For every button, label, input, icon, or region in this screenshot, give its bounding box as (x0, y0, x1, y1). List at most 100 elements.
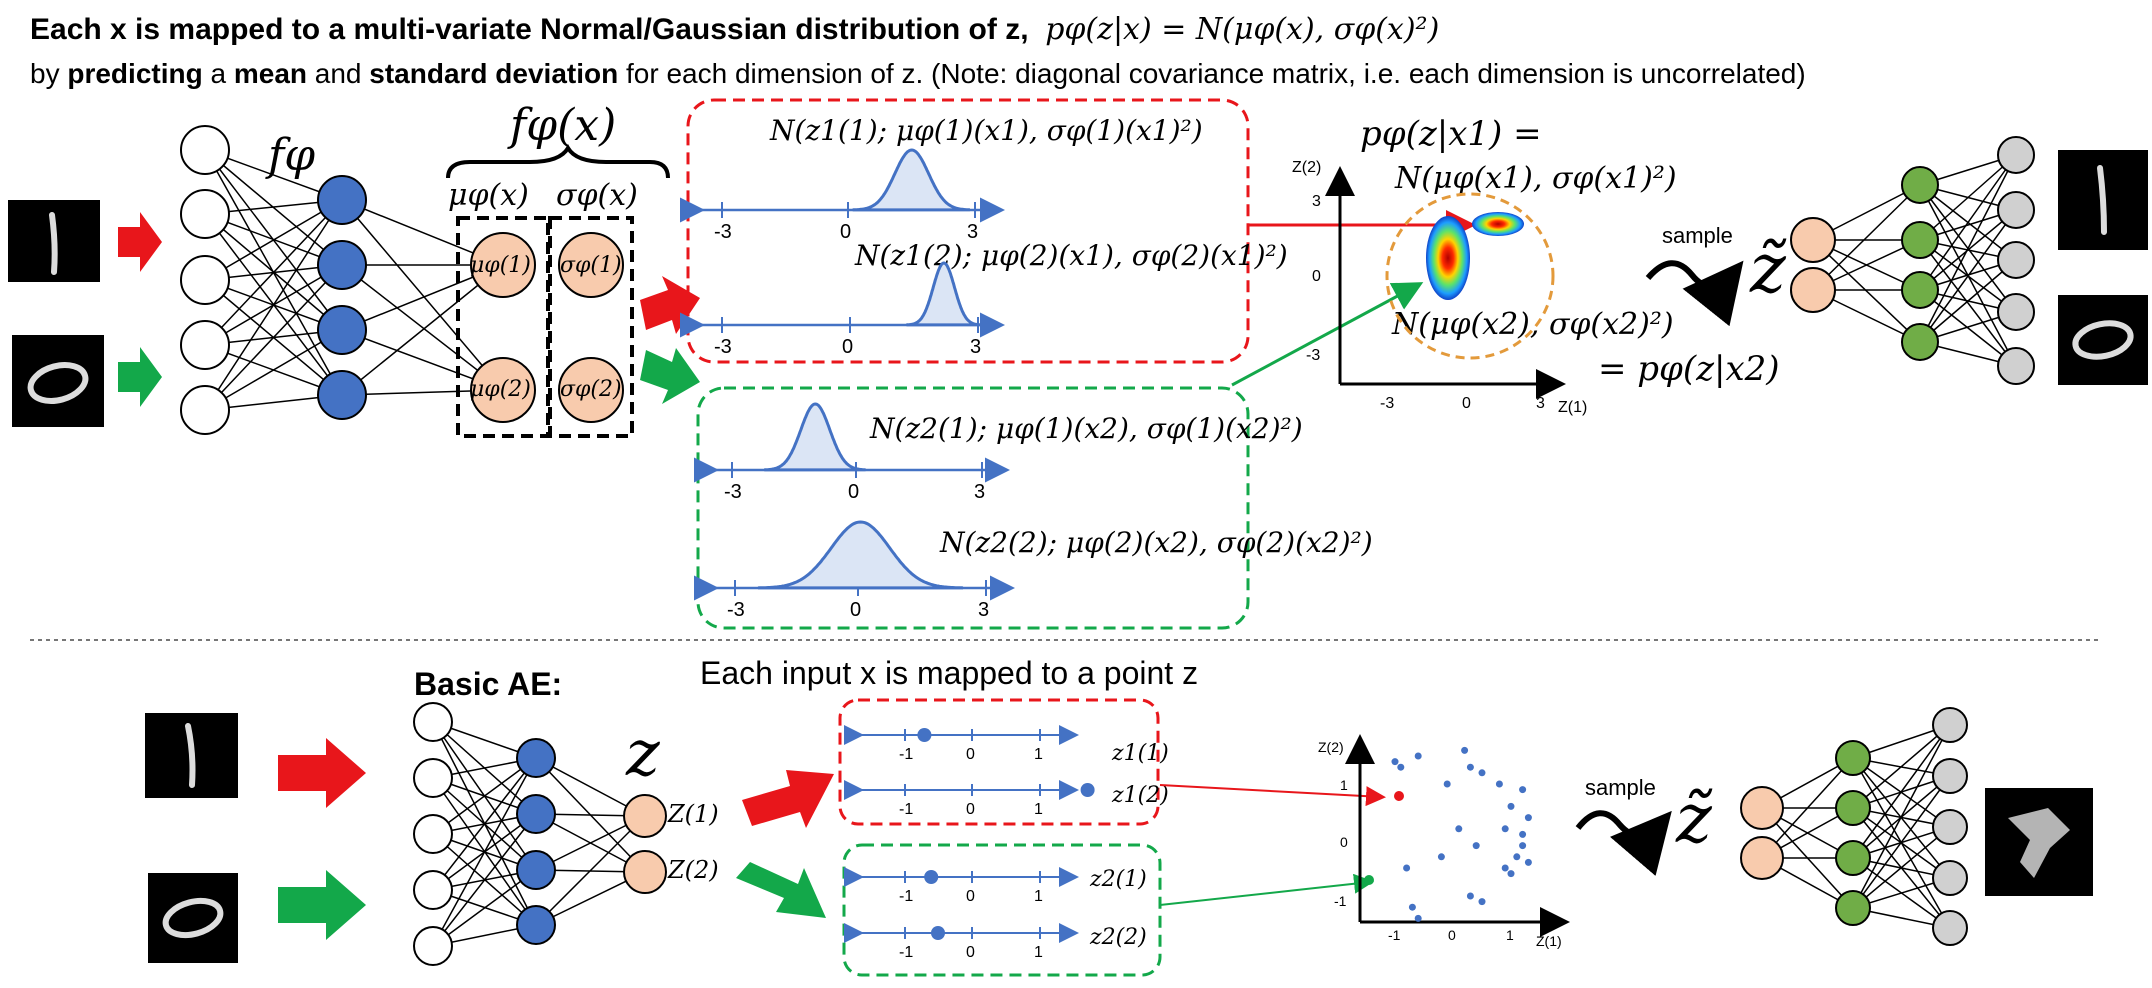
mu1-label: μφ(1) (470, 253, 531, 278)
ae-sample-arrow (1575, 810, 1672, 876)
mu2-label: μφ(2) (470, 377, 531, 402)
dist-arrow-green (640, 348, 700, 404)
ae-point-tick-label: 0 (966, 888, 975, 905)
latent-tick-y-3: 3 (1312, 193, 1321, 210)
ae-encoder-edge (432, 757, 537, 835)
ae-scatter-point (1391, 758, 1399, 766)
latent-x2-blob (1426, 216, 1470, 300)
header-sd: standard deviation (369, 58, 619, 89)
gauss-tick-label: 0 (848, 481, 859, 503)
ae-latent-arrow-green (1159, 873, 1374, 906)
latent-x1-label: N(μφ(x1), σφ(x1)²) (1394, 161, 1677, 196)
latent-tick-x-neg3: -3 (1380, 395, 1394, 412)
latent-prior-circle (1385, 192, 1555, 360)
ae-output-node (1932, 860, 1968, 896)
header-a: a (210, 58, 227, 89)
encoder-edge (204, 329, 343, 411)
ae-pt-x1-d2: z1(2) (1111, 783, 1169, 808)
gauss-tick-label: 0 (840, 221, 851, 243)
ae-scatter-point (1478, 898, 1486, 906)
header-mean: mean (233, 58, 307, 89)
latent-arrow-green (1231, 282, 1424, 387)
ae-scatter-point (1403, 864, 1411, 872)
sigma2-label: σφ(2) (560, 377, 622, 402)
ae-scatter-point (1466, 892, 1474, 900)
ae-point-arrow-green (736, 862, 826, 918)
latent-node (1790, 217, 1836, 263)
digit-zero-image (12, 335, 104, 427)
ae-scatter-point (1414, 914, 1422, 922)
output-node (1997, 241, 2035, 279)
ae-scatter-point (1495, 780, 1503, 788)
ae-scatter-point (1524, 814, 1532, 822)
ae-hidden-node (516, 905, 556, 945)
ae-point-tick-label: -1 (899, 746, 913, 763)
mu-group-box (456, 216, 550, 438)
ae-output-node (1932, 910, 1968, 946)
ae-scatter-point (1466, 763, 1474, 771)
ae-encoder-edge (432, 869, 537, 947)
sigma-node (558, 232, 624, 298)
encoder-label: fφ (265, 130, 315, 181)
ae-encoder-edge (432, 757, 537, 947)
ae-input-node (413, 758, 453, 798)
ae-latent-tick-x-0: 0 (1448, 927, 1456, 943)
input-arrow-green (118, 347, 162, 407)
ae-scatter-point (1478, 769, 1486, 777)
ae-encoder-edge (535, 815, 646, 926)
gauss-tick-label: 3 (970, 336, 981, 358)
latent-node (1790, 267, 1836, 313)
ae-latent-node (623, 850, 667, 894)
ae-title: Basic AE: (414, 666, 562, 702)
ae-x1-point-box (838, 698, 1160, 826)
output-node (1997, 191, 2035, 229)
decoder-edge (1919, 154, 2017, 291)
hidden-node (317, 175, 367, 225)
input-node (180, 320, 230, 370)
ae-hidden-node (516, 738, 556, 778)
latent-title: pφ(z|x1) = (1360, 114, 1542, 154)
digit-one-stroke (49, 212, 58, 275)
ae-input-node (413, 926, 453, 966)
ae-digit-zero-image (148, 873, 238, 963)
ae-scatter-point (1443, 780, 1451, 788)
sigma-group-label: σφ(x) (556, 178, 638, 213)
ae-digit-zero-stroke (162, 897, 224, 939)
ae-scatter-point (1519, 842, 1527, 850)
mu-group-label: μφ(x) (448, 178, 529, 213)
gauss-tick-label: 3 (978, 599, 989, 621)
ae-point-tick-label: -1 (899, 801, 913, 818)
ae-scatter-point (1408, 903, 1416, 911)
encoder-nodes (180, 125, 624, 435)
header-line-1: Each x is mapped to a multi-variate Norm… (30, 12, 1439, 47)
ae-scatter-point (1519, 830, 1527, 838)
dist-x1-d1-label: N(z1(1); μφ(1)(x1), σφ(1)(x1)²) (769, 114, 1203, 147)
header-line1-text: Each x is mapped to a multi-variate Norm… (30, 13, 1029, 46)
gauss-tick-label: 3 (974, 481, 985, 503)
ae-generated-blur (2008, 808, 2070, 878)
ae-latent-tick-x-neg1: -1 (1388, 927, 1401, 943)
decoder-edge (1919, 239, 2017, 367)
ae-decoder-edge (1852, 826, 1951, 909)
ae-latent-node (623, 794, 667, 838)
latent-x2-eq: = pφ(z|x2) (1598, 349, 1780, 389)
ae-output-node (1932, 707, 1968, 743)
ae-digit-one-stroke (185, 723, 196, 788)
decoder-edge (1919, 259, 2017, 343)
sigma-node (558, 357, 624, 423)
ae-scatter-point (1501, 864, 1509, 872)
gauss-tick-label: 0 (842, 336, 853, 358)
ae-scatter-point (1472, 842, 1480, 850)
ae-input-arrow-red (278, 738, 366, 808)
ae-decoder-hidden-node (1835, 790, 1871, 826)
ae-z2-label: Z(2) (667, 856, 719, 884)
latent-tick-y-0: 0 (1312, 268, 1321, 285)
encoder-edge (204, 199, 343, 346)
decoder-hidden-node (1901, 323, 1939, 361)
ae-sample-node (1740, 786, 1784, 830)
latent-tick-x-0: 0 (1462, 395, 1471, 412)
ae-z-tilde-label: z̃ (1675, 780, 1713, 859)
